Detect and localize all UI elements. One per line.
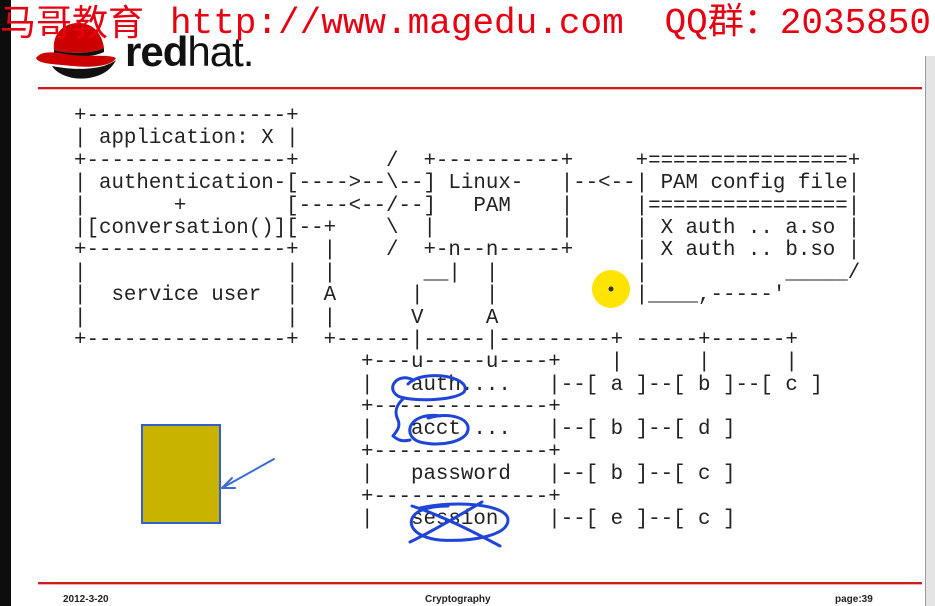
footer-page-number: page:39 — [835, 594, 873, 605]
diagram-line: | authentication-[---->--\--] Linux- |--… — [74, 172, 861, 196]
wordmark-red: red — [125, 28, 188, 75]
diagram-line: | auth.... |--[ a ]--[ b ]--[ c ] — [74, 373, 823, 397]
diagram-line: +---u-----u----+ | | | — [74, 351, 798, 375]
diagram-line: +--------------+ — [74, 396, 561, 420]
diagram-line: | session |--[ e ]--[ c ] — [74, 508, 736, 532]
watermark-qq-group: QQ群：2035850 — [664, 3, 931, 44]
diagram-line: +--------------+ — [74, 485, 561, 509]
diagram-line: +----------------+ | / +-n--n-----+ | X … — [74, 239, 861, 263]
header-divider — [38, 87, 922, 89]
diagram-line: | | | V A — [74, 306, 499, 330]
hat-crown — [53, 22, 104, 53]
red-hat-wordmark: redhat. — [125, 28, 254, 75]
wordmark-hat: hat. — [187, 28, 254, 75]
diagram-line: +--------------+ — [74, 440, 561, 464]
diagram-line: +----------------+ / +----------+ +=====… — [74, 149, 861, 173]
diagram-line: +----------------+ +------|-----|-------… — [74, 328, 798, 352]
footer-title: Cryptography — [425, 594, 491, 605]
red-hat-shadowman-icon — [36, 22, 116, 79]
watermark-brand: 马哥教育 — [0, 3, 145, 44]
diagram-line: +----------------+ — [74, 105, 299, 128]
diagram-line: | acct.... |--[ b ]--[ d ] — [74, 418, 736, 442]
diagram-line: | password |--[ b ]--[ c ] — [74, 463, 736, 487]
diagram-line: | application: X | — [74, 127, 299, 151]
footer-date: 2012-3-20 — [63, 594, 109, 605]
right-border-strip — [925, 56, 935, 606]
hat-brim — [36, 52, 116, 67]
diagram-line: |[conversation()][--+ \ | | | X auth .. … — [74, 216, 861, 240]
diagram-line: | | | __| | | _____/ — [74, 261, 861, 285]
footer-divider — [38, 582, 922, 584]
pam-ascii-diagram: +----------------+ | application: X | +-… — [74, 105, 861, 532]
diagram-line: | + [----<--/--] PAM | |================… — [74, 194, 861, 218]
left-border-bar — [0, 0, 11, 606]
shadowman-face — [52, 60, 116, 79]
diagram-line: | service user | A | | |____,-----' — [74, 284, 786, 308]
watermark-url: http://www.magedu.com — [170, 3, 624, 44]
